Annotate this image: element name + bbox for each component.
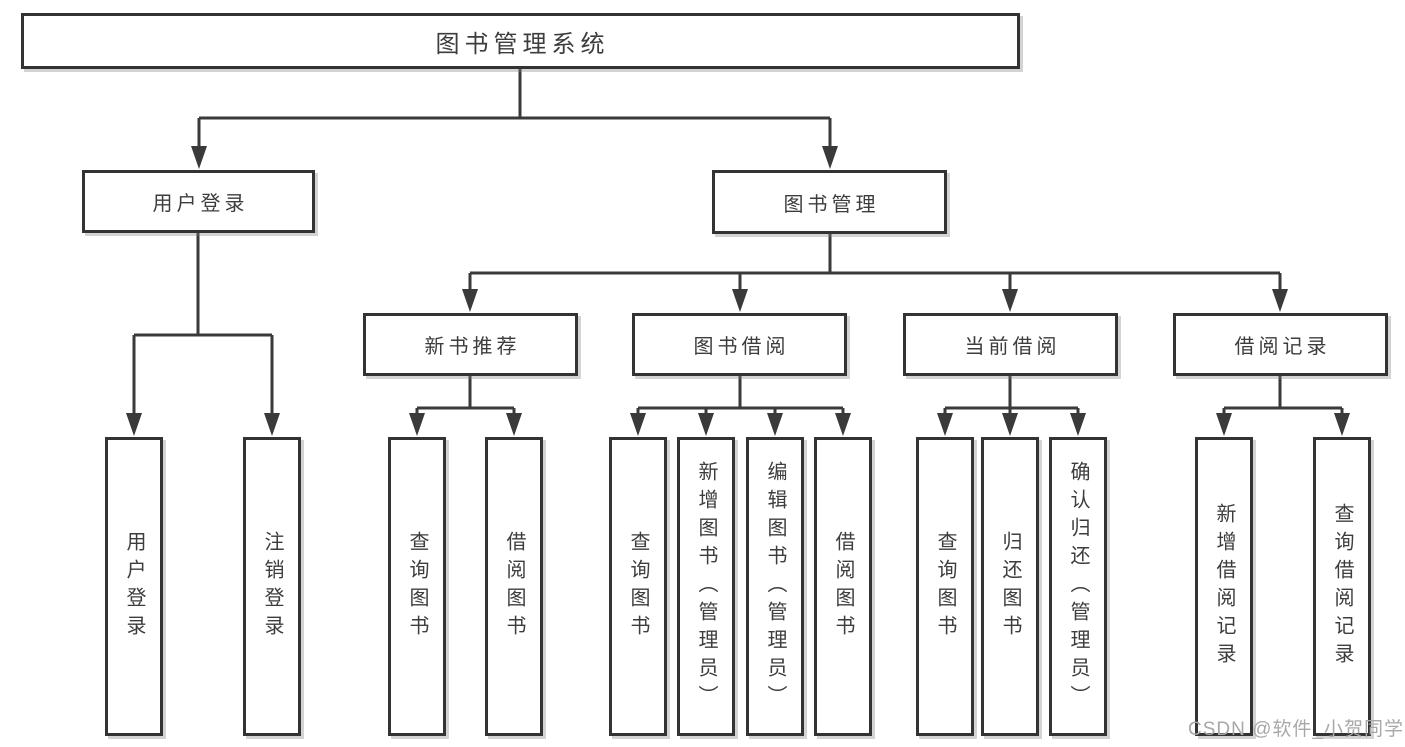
leaf-user-login: 用户登录: [105, 437, 163, 736]
csdn-watermark: CSDN @软件_小贺同学: [1188, 719, 1404, 740]
leaf-query-books-borrow: 查询图书: [609, 437, 667, 736]
connector-currentborrow-to-leaves: [937, 376, 1086, 436]
connector-bookmgmt-to-level3: [462, 234, 1288, 312]
node-library-management-system: 图书管理系统: [21, 13, 1020, 69]
leaf-borrow-books-recommend: 借阅图书: [485, 437, 543, 736]
leaf-query-borrow-record: 查询借阅记录: [1313, 437, 1371, 736]
node-book-management: 图书管理: [712, 170, 947, 234]
node-book-borrowing: 图书借阅: [632, 313, 847, 376]
connector-newbook-to-leaves: [409, 376, 522, 436]
node-borrowing-records: 借阅记录: [1173, 313, 1388, 376]
leaf-add-borrow-record: 新增借阅记录: [1195, 437, 1253, 736]
leaf-logout: 注销登录: [243, 437, 301, 736]
node-user-login: 用户登录: [82, 170, 315, 233]
leaf-edit-books-admin: 编辑图书（管理员）: [746, 437, 804, 736]
connector-borrowrecords-to-leaves: [1216, 376, 1350, 436]
node-current-borrowing: 当前借阅: [903, 313, 1118, 376]
leaf-confirm-return-admin: 确认归还（管理员）: [1049, 437, 1107, 736]
connector-bookborrow-to-leaves: [630, 376, 851, 436]
leaf-return-books: 归还图书: [981, 437, 1039, 736]
connector-root-to-level2: [191, 69, 838, 169]
leaf-add-books-admin: 新增图书（管理员）: [677, 437, 735, 736]
leaf-borrow-books: 借阅图书: [814, 437, 872, 736]
leaf-query-books-current: 查询图书: [916, 437, 974, 736]
node-new-book-recommendation: 新书推荐: [363, 313, 578, 376]
connector-userlogin-to-leaves: [126, 233, 280, 436]
leaf-query-books-recommend: 查询图书: [388, 437, 446, 736]
